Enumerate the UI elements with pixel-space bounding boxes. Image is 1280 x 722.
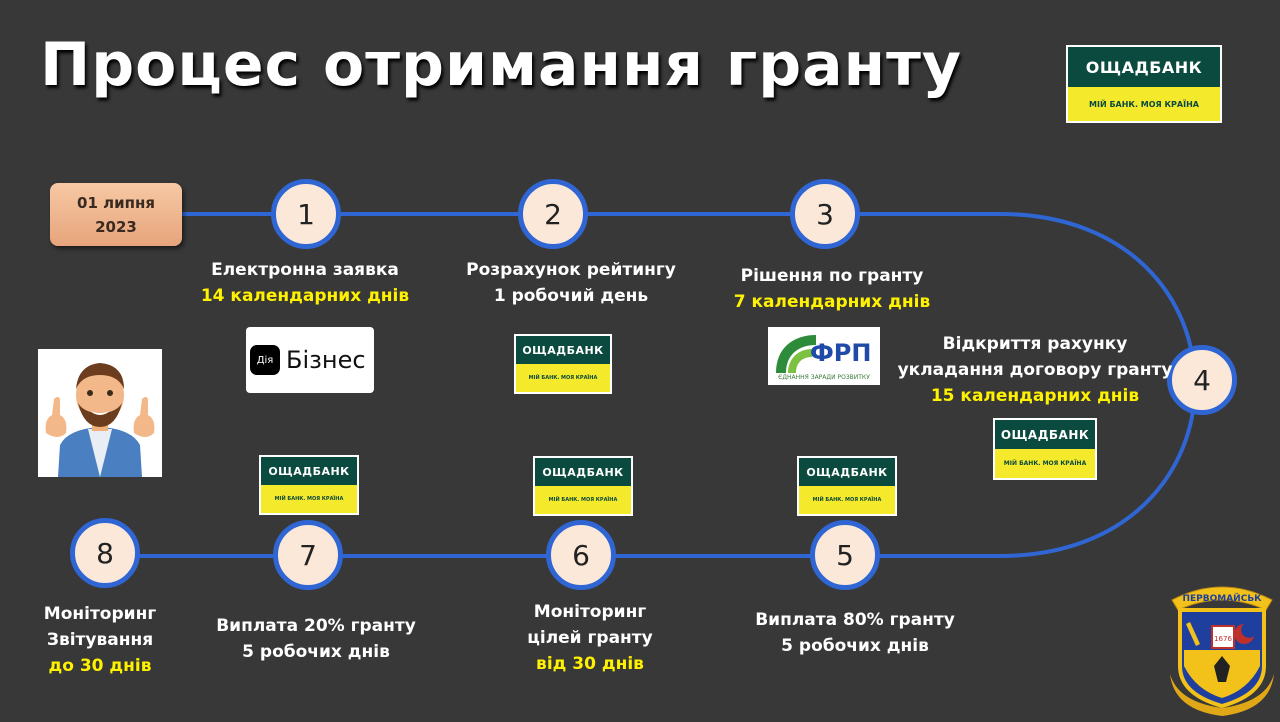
coat-year: 1676 (1214, 635, 1232, 643)
step-label-2: Розрахунок рейтингу 1 робочий день (466, 257, 676, 309)
start-date-year: 2023 (95, 217, 137, 236)
step-label-8: Моніторинг Звітування до 30 днів (44, 601, 156, 679)
step-node-1: 1 (271, 179, 341, 249)
brand-name: ОЩАДБАНК (1068, 47, 1220, 87)
step-node-5: 5 (810, 520, 880, 590)
step-detail-8: до 30 днів (48, 656, 152, 676)
coat-of-arms-icon: ПЕРВОМАЙСЬК 1676 (1166, 570, 1278, 718)
brand-tagline: МІЙ БАНК. МОЯ КРАЇНА (1068, 87, 1220, 121)
oschadbank-logo-step7: ОЩАДБАНК МІЙ БАНК. МОЯ КРАЇНА (259, 455, 359, 515)
step-title-6: Моніторинг (533, 602, 647, 622)
thumbs-up-person-illustration (38, 349, 162, 477)
step-label-7: Виплата 20% гранту 5 робочих днів (216, 613, 416, 665)
step-node-4: 4 (1167, 345, 1237, 415)
step-node-8: 8 (70, 518, 140, 588)
step-title-6b: цілей гранту (527, 628, 653, 648)
oschadbank-logo-step2: ОЩАДБАНК МІЙ БАНК. МОЯ КРАЇНА (514, 334, 612, 394)
step-title-8b: Звітування (46, 630, 154, 650)
start-date-day: 01 липня (77, 193, 155, 212)
oschadbank-logo-step4: ОЩАДБАНК МІЙ БАНК. МОЯ КРАЇНА (993, 418, 1097, 480)
step-label-1: Електронна заявка 14 календарних днів (201, 257, 409, 309)
step-detail-2: 1 робочий день (493, 286, 649, 306)
step-title-3: Рішення по гранту (740, 266, 924, 286)
coat-of-arms-shield: ПЕРВОМАЙСЬК 1676 (1170, 586, 1274, 716)
step-title-7: Виплата 20% гранту (216, 616, 416, 636)
oschadbank-logo-step6: ОЩАДБАНК МІЙ БАНК. МОЯ КРАЇНА (533, 456, 633, 516)
start-date-badge: 01 липня 2023 (50, 183, 182, 246)
oschadbank-logo-step5: ОЩАДБАНК МІЙ БАНК. МОЯ КРАЇНА (797, 456, 897, 516)
step-node-3: 3 (790, 179, 860, 249)
frp-arc-icon (776, 335, 816, 373)
diia-text: Бізнес (286, 346, 366, 374)
coat-city-name: ПЕРВОМАЙСЬК (1182, 592, 1262, 604)
step-title-1: Електронна заявка (211, 260, 399, 280)
step-detail-5: 5 робочих днів (781, 636, 929, 656)
step-node-2: 2 (518, 179, 588, 249)
step-label-3: Рішення по гранту 7 календарних днів (734, 263, 930, 315)
step-title-8: Моніторинг (43, 604, 157, 624)
step-label-6: Моніторинг цілей гранту від 30 днів (527, 599, 652, 677)
oschadbank-logo-header: ОЩАДБАНК МІЙ БАНК. МОЯ КРАЇНА (1066, 45, 1222, 123)
step-title-4: Відкриття рахунку (942, 334, 1128, 354)
step-node-7: 7 (273, 520, 343, 590)
step-label-5: Виплата 80% гранту 5 робочих днів (755, 607, 955, 659)
step-title-4b: укладання договору гранту (897, 360, 1173, 380)
page-title: Процес отримання гранту (40, 30, 962, 100)
step-title-2: Розрахунок рейтингу (466, 260, 676, 280)
step-detail-3: 7 календарних днів (733, 292, 931, 312)
step-label-4: Відкриття рахунку укладання договору гра… (898, 331, 1173, 409)
step-node-6: 6 (546, 520, 616, 590)
step-detail-7: 5 робочих днів (242, 642, 390, 662)
diia-mark: Дія (250, 345, 280, 375)
frp-logo: ФРП ЄДНАННЯ ЗАРАДИ РОЗВИТКУ (768, 327, 880, 385)
diia-business-logo: Дія Бізнес (246, 327, 374, 393)
step-title-5: Виплата 80% гранту (755, 610, 955, 630)
frp-text: ФРП (810, 339, 872, 367)
step-detail-1: 14 календарних днів (200, 286, 410, 306)
step-detail-4: 15 календарних днів (930, 386, 1140, 406)
frp-subtitle: ЄДНАННЯ ЗАРАДИ РОЗВИТКУ (778, 374, 870, 381)
person-icon (45, 363, 155, 477)
step-detail-6: від 30 днів (536, 654, 644, 674)
